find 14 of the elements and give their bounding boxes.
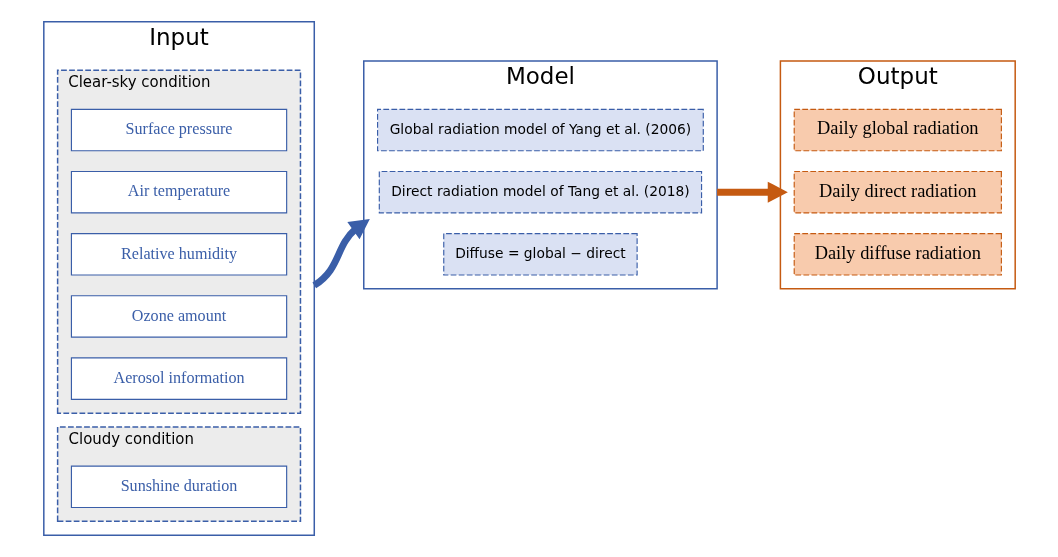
node-box: Aerosol information [70, 357, 287, 400]
node-box: Surface pressure [70, 108, 287, 152]
node-box: Relative humidity [70, 233, 287, 276]
node-box: Ozone amount [70, 295, 287, 338]
node-box: Sunshine duration [70, 465, 287, 509]
node-box: Diffuse = global − direct [442, 233, 638, 276]
node-box: Daily direct radiation [793, 170, 1002, 214]
node-box: Global radiation model of Yang et al. (2006) [376, 108, 704, 152]
node-box: Direct radiation model of Tang et al. (2018) [378, 170, 702, 214]
node-box: Air temperature [70, 170, 287, 214]
node-box: Daily global radiation [793, 108, 1002, 152]
arrow [716, 181, 788, 203]
arrow [311, 218, 370, 289]
node-box: Daily diffuse radiation [793, 233, 1002, 276]
